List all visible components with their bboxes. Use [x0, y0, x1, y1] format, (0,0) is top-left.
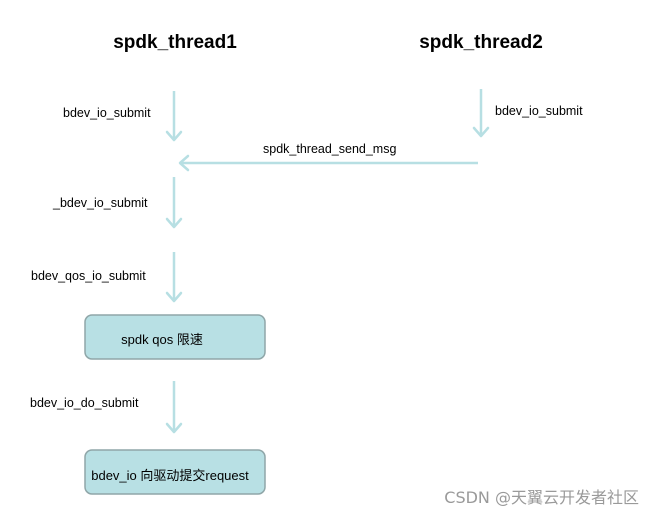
arrow-internal-submit [165, 177, 183, 229]
request-box-label: bdev_io 向驱动提交request [91, 468, 249, 483]
arrow-thread2-submit [472, 89, 490, 138]
label-internal-submit: _bdev_io_submit [52, 196, 148, 210]
watermark: CSDN @天翼云开发者社区 [444, 488, 639, 507]
arrow-thread1-submit [165, 91, 183, 142]
arrow-send-msg [178, 154, 478, 172]
label-thread2-submit: bdev_io_submit [495, 104, 583, 118]
arrow-qos-submit [165, 252, 183, 303]
label-qos-submit: bdev_qos_io_submit [31, 269, 146, 283]
qos-box-label: spdk qos 限速 [121, 332, 203, 347]
arrow-do-submit [165, 381, 183, 434]
label-do-submit: bdev_io_do_submit [30, 396, 139, 410]
qos-box: spdk qos 限速 [84, 314, 266, 360]
label-thread1-submit: bdev_io_submit [63, 106, 151, 120]
thread2-title: spdk_thread2 [419, 32, 543, 53]
thread1-title: spdk_thread1 [113, 32, 237, 53]
label-send-msg: spdk_thread_send_msg [263, 142, 396, 156]
request-box: bdev_io 向驱动提交request [84, 449, 266, 495]
